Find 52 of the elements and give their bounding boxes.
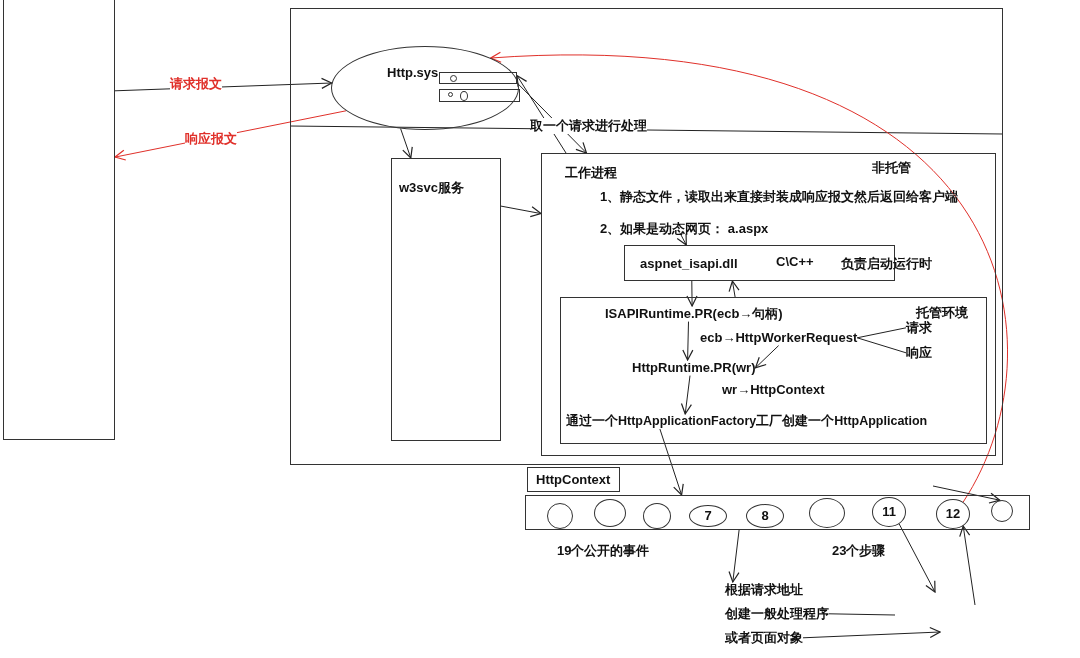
code-text: aspnet_isapi.dll	[640, 256, 738, 272]
arrow	[728, 280, 740, 298]
arrow	[802, 626, 941, 639]
code-text: ecb→HttpWorkerRequest	[700, 330, 858, 346]
list-item: 2、如果是动态网页： a.aspx	[600, 221, 769, 237]
client-panel	[3, 0, 115, 440]
arrow	[728, 529, 740, 583]
queue-bar	[439, 89, 520, 102]
edge-label: 取一个请求进行处理	[530, 118, 647, 134]
connector-line	[856, 327, 907, 339]
node-label: w3svc服务	[399, 180, 465, 196]
note-text: 请求	[906, 320, 932, 336]
context-box	[527, 467, 620, 492]
node-label: 工作进程	[565, 165, 617, 181]
arrow	[754, 345, 780, 369]
code-text: HttpRuntime.PR(wr)	[632, 360, 756, 376]
arrow	[676, 232, 687, 246]
caption-text: 23个步骤	[832, 543, 886, 559]
node-label: HttpContext	[536, 472, 611, 488]
arrow	[686, 280, 698, 307]
service-box	[391, 158, 501, 441]
arrow	[500, 205, 542, 218]
note-text: 响应	[906, 345, 932, 361]
note-text: 根据请求地址	[725, 582, 803, 598]
connector-line	[828, 613, 896, 616]
process-box	[541, 153, 996, 456]
code-text: wr→HttpContext	[722, 382, 825, 398]
arrow	[932, 485, 1001, 504]
connector-line	[856, 337, 907, 354]
edge-label: 请求报文	[170, 76, 222, 92]
arrow	[898, 523, 936, 593]
node-label: 非托管	[872, 160, 911, 176]
arrow	[680, 375, 692, 415]
note-text: 或者页面对象	[725, 630, 803, 646]
queue-bar	[439, 72, 517, 84]
arrow	[659, 428, 684, 496]
edge-label: 响应报文	[185, 131, 237, 147]
node-label: 托管环境	[916, 305, 968, 321]
pipeline-bar	[525, 495, 1030, 530]
arrow	[490, 52, 1008, 503]
environment-box	[560, 297, 987, 444]
note-text: 创建一般处理程序	[725, 606, 829, 622]
node-label: Http.sys	[387, 65, 439, 81]
arrow	[400, 128, 413, 159]
caption-text: 19个公开的事件	[557, 543, 650, 559]
arrow	[682, 321, 694, 361]
code-text: ISAPIRuntime.PR(ecb→句柄)	[605, 306, 783, 322]
server-box	[290, 8, 1003, 465]
code-text: 通过一个HttpApplicationFactory工厂创建一个HttpApplication	[566, 414, 928, 429]
list-item: 1、静态文件，读取出来直接封装成响应报文然后返回给客户端	[600, 189, 959, 205]
arrow	[959, 525, 976, 606]
code-text: C\C++	[776, 254, 814, 270]
